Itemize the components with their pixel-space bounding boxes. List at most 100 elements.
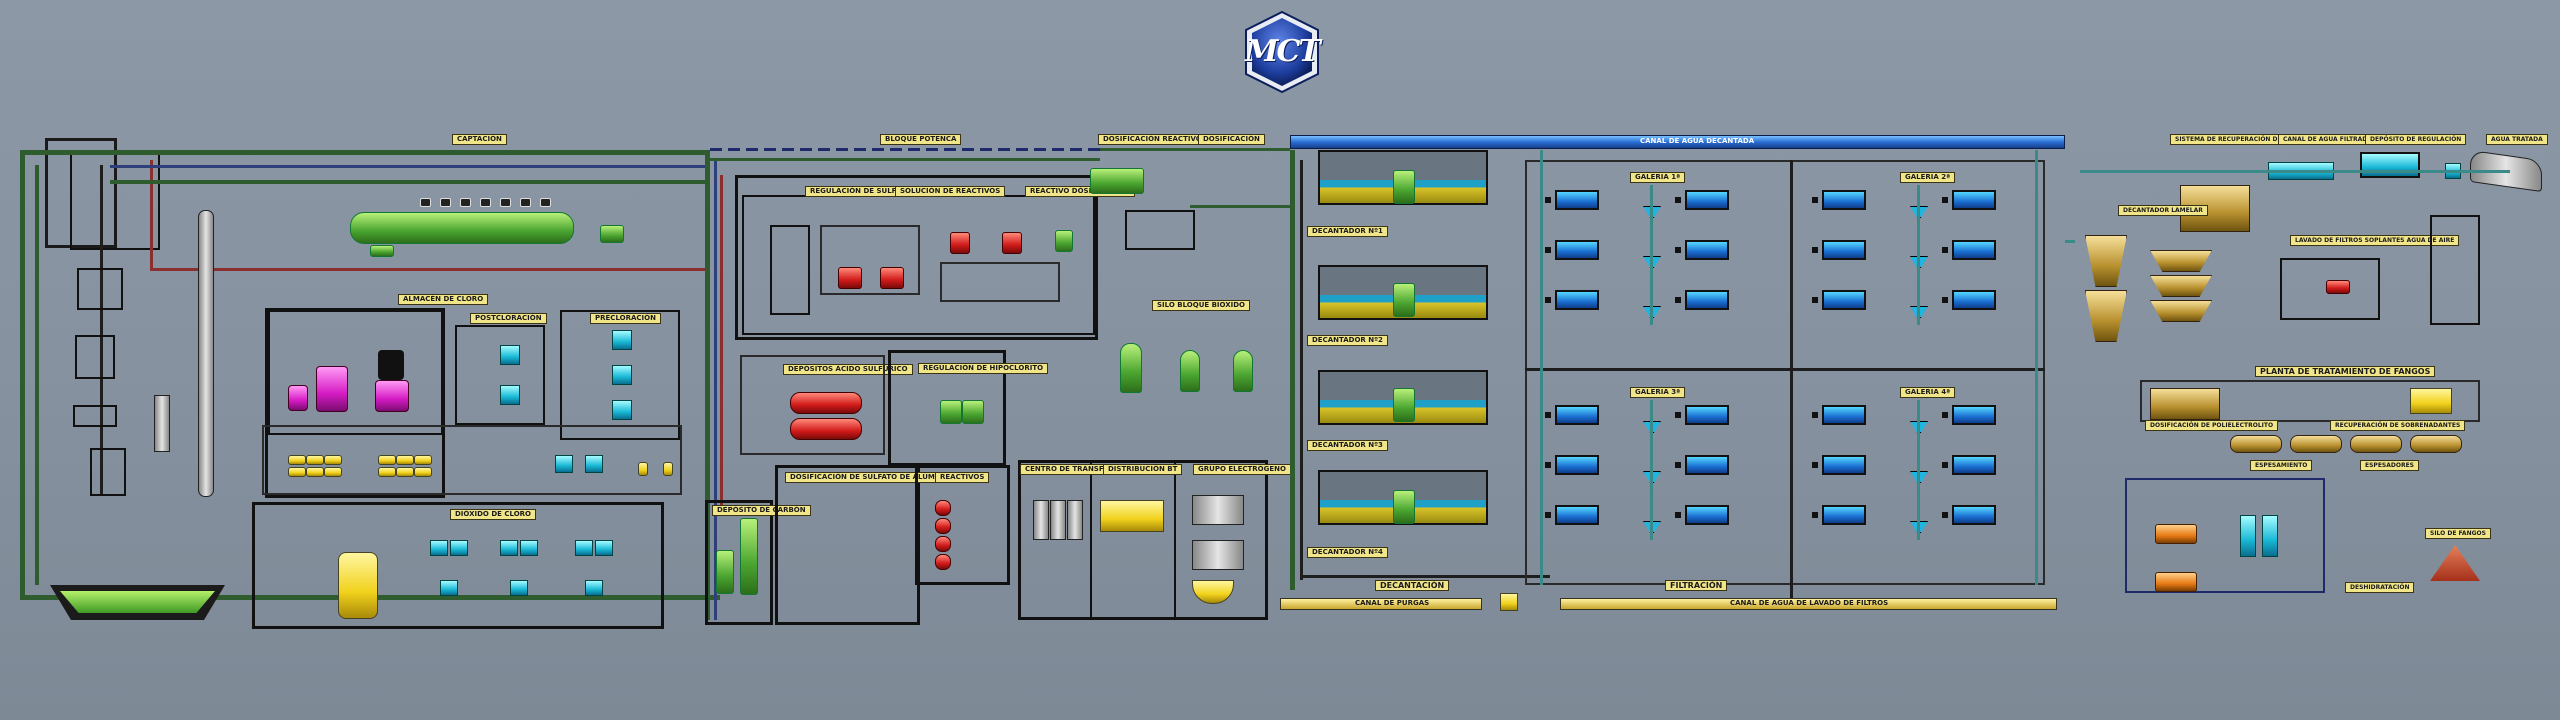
pipe-dark <box>1790 160 1793 600</box>
pump-icon <box>420 198 431 207</box>
chlorination-lines <box>262 425 682 495</box>
valve-icon <box>1812 297 1818 303</box>
label-precloracion: PRECLORACIÓN <box>590 313 661 324</box>
filter-cell <box>1952 505 1996 525</box>
fangos-frame <box>2140 380 2480 422</box>
valve-icon <box>1675 247 1681 253</box>
label-decantador-4: DECANTADOR Nº4 <box>1307 547 1388 558</box>
small-tank <box>370 245 394 257</box>
chlorinator <box>612 400 632 420</box>
label-decantador-1: DECANTADOR Nº1 <box>1307 226 1388 237</box>
cylinder-icon <box>288 467 306 477</box>
chlorine-cylinders <box>288 455 448 479</box>
label-distribucion-bt: DISTRIBUCIÓN BT <box>1103 464 1183 475</box>
label-sub: SOLUCIÓN DE REACTIVOS <box>895 186 1006 197</box>
filter-cell <box>1555 240 1599 260</box>
cylinder-icon <box>414 467 432 477</box>
filter-cell <box>1822 505 1866 525</box>
label-decantador-3: DECANTADOR Nº3 <box>1307 440 1388 451</box>
pump-icon <box>540 198 551 207</box>
reactor-icon <box>440 580 458 596</box>
pump-icon <box>440 198 451 207</box>
electrical-divider <box>1090 460 1176 620</box>
label-decantador-lamelar: DECANTADOR LAMELAR <box>2118 205 2208 216</box>
canal-lavado <box>1560 598 2057 610</box>
cylinder-icon <box>324 455 342 465</box>
label-postcloracion: POSTCLORACIÓN <box>470 313 547 324</box>
filter-cell <box>1952 240 1996 260</box>
label-galeria-4: GALERIA 4ª <box>1900 387 1956 398</box>
label-captacion: CAPTACIÓN <box>452 134 507 145</box>
espesador <box>2290 435 2342 453</box>
captacion-frame <box>45 138 117 248</box>
reagent-tank-red <box>935 500 951 516</box>
reactor-icon <box>450 540 468 556</box>
mct-logo: MCT <box>1240 10 1324 94</box>
thickener <box>2150 250 2212 272</box>
valve-icon <box>1812 197 1818 203</box>
decantador-center <box>1393 388 1415 422</box>
chlorine-tank <box>288 385 308 411</box>
cylinder-icon <box>414 455 432 465</box>
pipe-dark <box>1300 575 1550 578</box>
filter-cell <box>1952 190 1996 210</box>
reactor-tank <box>1002 232 1022 254</box>
intake-chamber <box>90 448 126 496</box>
pump-icon <box>480 198 491 207</box>
valve-icon <box>1675 412 1681 418</box>
pipe-green <box>20 150 25 600</box>
pipe-green <box>705 150 710 620</box>
carbon-tank <box>716 550 734 594</box>
main-collector <box>350 212 574 244</box>
label-reactivos: REACTIVOS <box>935 472 990 483</box>
thickener <box>2150 275 2212 297</box>
dosing-tank <box>1090 168 1144 194</box>
reactor-icon <box>595 540 613 556</box>
precloracion-frame <box>560 310 680 440</box>
centrifuge <box>2155 524 2197 544</box>
filter-cell <box>1952 455 1996 475</box>
label-decantacion: DECANTACIÓN <box>1375 580 1450 591</box>
canal-agua-decantada <box>1290 135 2065 149</box>
pipe-teal <box>1917 185 1920 325</box>
dosing-rack <box>770 225 810 315</box>
reagent-tank <box>1055 230 1073 252</box>
reactor-tank <box>950 232 970 254</box>
mct-logo-badge-icon <box>1245 10 1319 94</box>
almacen-cloro-frame <box>265 308 445 498</box>
cylinder-icon <box>324 467 342 477</box>
filter-cell <box>1555 455 1599 475</box>
reactor-icon <box>430 540 448 556</box>
label-almacen-cloro: ALMACÉN DE CLORO <box>398 294 489 305</box>
postcloracion-frame <box>455 325 545 425</box>
deposito-carbon-frame <box>705 500 773 625</box>
pipe-green <box>710 158 1100 161</box>
intake-chamber <box>73 405 117 427</box>
chlorinator <box>500 385 520 405</box>
label-galeria-2: GALERIA 2ª <box>1900 172 1956 183</box>
label-decantador-2: DECANTADOR Nº2 <box>1307 335 1388 346</box>
right-panel <box>2430 215 2480 325</box>
pipe-dark <box>1300 160 1303 580</box>
hipoclorito-tank <box>940 400 962 424</box>
valve-icon <box>1942 512 1948 518</box>
label-planta-fangos: PLANTA DE TRATAMIENTO DE FANGOS <box>2255 366 2436 377</box>
label-dosificacion: DOSIFICACIÓN <box>1198 134 1265 145</box>
label-agua-tratada: AGUA TRATADA <box>2486 134 2548 145</box>
chlorine-dioxide-tank <box>338 552 378 619</box>
filter-cell <box>1555 190 1599 210</box>
pipe-dark <box>100 165 103 495</box>
valve-icon <box>1675 462 1681 468</box>
label-dosificacion-reactivos: DOSIFICACIÓN REACTIVOS <box>1098 134 1212 145</box>
valve-icon <box>1942 247 1948 253</box>
valve-icon <box>1545 247 1551 253</box>
electrical-frame <box>1018 460 1268 620</box>
decantador-center <box>1393 170 1415 204</box>
label-dioxido-cloro: DIÓXIDO DE CLORO <box>450 509 536 520</box>
pipe-blue <box>110 165 710 168</box>
intake-chamber <box>77 268 123 310</box>
label-canal-lavado: CANAL DE AGUA DE LAVADO DE FILTROS <box>1730 599 1889 607</box>
label-galeria-3: GALERIA 3ª <box>1630 387 1686 398</box>
dosing-skid <box>2240 515 2256 557</box>
pump-icon <box>500 198 511 207</box>
